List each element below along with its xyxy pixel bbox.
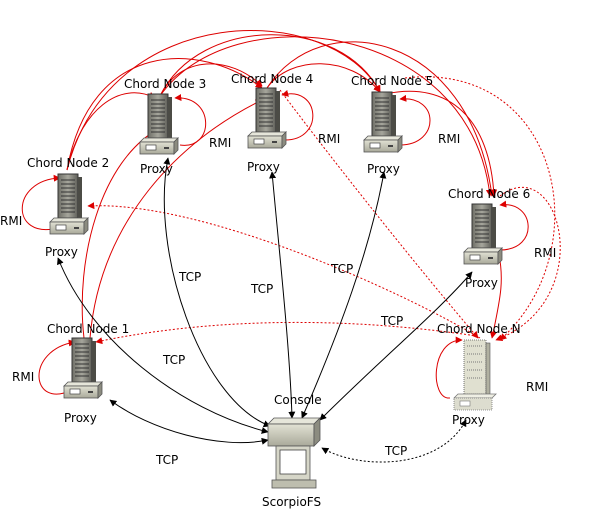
rmi-link-5-6 [384,90,498,197]
rmi-link-2-5 [66,30,381,171]
chord-node-1-proxy-label: Proxy [64,411,97,425]
tcp-label-4: TCP [250,282,273,296]
chord-node-2-rmi-label: RMI [0,214,22,228]
chord-node-6 [463,203,503,265]
tcp-label-5: TCP [330,262,353,276]
rmi-self-loop-6 [499,200,529,251]
chord-node-2-label: Chord Node 2 [27,156,109,170]
rmi-self-loop-4 [281,90,314,141]
rmi-link-3-5 [159,34,381,97]
tcp-links [57,157,473,463]
chord-node-5 [363,91,403,153]
rmi-link-3-4 [159,63,263,97]
chord-node-4-label: Chord Node 4 [231,72,313,86]
chord-node-3-label: Chord Node 3 [124,77,206,91]
chord-node-4-proxy-label: Proxy [247,160,280,174]
rmi-link-4-6 [266,41,495,197]
chord-node-1-label: Chord Node 1 [47,322,129,336]
console-computer [267,417,321,489]
scorpiofs-label: ScorpioFS [262,495,321,509]
chord-node-6-proxy-label: Proxy [465,276,498,290]
rmi-link-n-1 [95,321,471,345]
rmi-self-loop-3 [174,94,207,146]
tcp-link-n [321,419,467,463]
tcp-link-1 [109,399,269,445]
rmi-link-3-6 [159,36,493,197]
chord-node-1 [63,337,103,399]
rmi-self-loop-n [435,336,463,399]
rmi-self-loop-2 [21,174,61,231]
rmi-link-4-5 [266,63,381,93]
tcp-label-6: TCP [380,314,403,328]
chord-node-n-rmi-label: RMI [526,380,548,394]
tcp-label-n: TCP [384,444,407,458]
chord-node-2-proxy-label: Proxy [45,245,78,259]
tcp-link-6 [319,271,473,421]
rmi-self-loop-5 [399,94,431,146]
chord-node-6-rmi-label: RMI [534,246,556,260]
chord-node-n-label: Chord Node N [437,322,521,336]
tcp-label-2: TCP [162,353,185,367]
chord-node-5-rmi-label: RMI [438,132,460,146]
tcp-link-4 [269,171,296,419]
tcp-label-1: TCP [155,453,178,467]
console-label: Console [274,393,322,407]
tcp-link-5 [301,171,387,419]
chord-node-2 [49,173,89,235]
chord-node-3-rmi-label: RMI [209,136,231,150]
chord-node-n-proxy-label: Proxy [452,413,485,427]
labels: Chord Node 1 Proxy RMI Chord Node 2 Prox… [0,72,556,509]
rmi-link-6-n-dotted [495,187,561,341]
chord-node-4 [247,87,287,149]
chord-node-4-rmi-label: RMI [318,132,340,146]
rmi-link-n-2 [87,202,481,339]
tcp-label-3: TCP [178,270,201,284]
chord-node-3-proxy-label: Proxy [140,162,173,176]
chord-node-5-label: Chord Node 5 [351,74,433,88]
chord-node-1-rmi-label: RMI [12,370,34,384]
rmi-link-2-4 [66,58,263,171]
chord-node-6-label: Chord Node 6 [448,187,530,201]
rmi-link-1-4 [89,99,263,339]
chord-node-5-proxy-label: Proxy [367,162,400,176]
rmi-link-5-n [404,76,556,341]
chord-node-3 [139,93,179,155]
chord-node-n [453,339,497,411]
